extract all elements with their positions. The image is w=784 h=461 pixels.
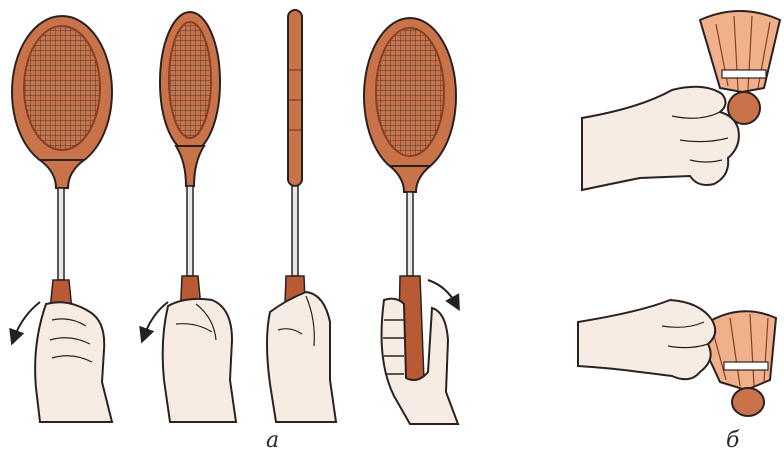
shuttlecock-upper: [700, 11, 780, 92]
racket-4-throat: [390, 166, 430, 192]
caption-b: б: [726, 428, 739, 453]
racket-1-shaft: [58, 188, 64, 280]
racket-4: [364, 18, 458, 424]
shuttlecock-upper-band: [722, 70, 766, 78]
hand-3: [267, 292, 336, 422]
racket-3-shaft: [292, 186, 298, 276]
shuttle-hand-lower: [578, 300, 776, 416]
racket-2: [144, 12, 236, 422]
shuttle-hand-upper: [582, 11, 780, 190]
shuttlecock-lower-band: [724, 362, 768, 370]
racket-2-strings: [169, 22, 211, 138]
racket-4-strings: [376, 28, 444, 156]
rotation-arrow-1: [14, 302, 40, 338]
racket-2-shaft: [187, 186, 193, 276]
racket-1-throat: [40, 160, 84, 188]
racket-2-throat: [176, 146, 204, 186]
rotation-arrow-4: [428, 280, 456, 304]
racket-3: [267, 10, 336, 422]
hand-upper: [582, 87, 739, 190]
racket-1: [12, 16, 112, 422]
panel-b: [578, 11, 780, 416]
caption-a: а: [266, 428, 279, 453]
racket-1-strings: [24, 26, 100, 150]
hand-2: [163, 299, 236, 422]
racket-3-frame-edge: [288, 10, 302, 186]
hand-lower: [578, 300, 715, 379]
shuttlecock-lower-cork: [732, 388, 764, 416]
panel-a: [12, 10, 458, 424]
racket-4-shaft: [407, 192, 413, 276]
